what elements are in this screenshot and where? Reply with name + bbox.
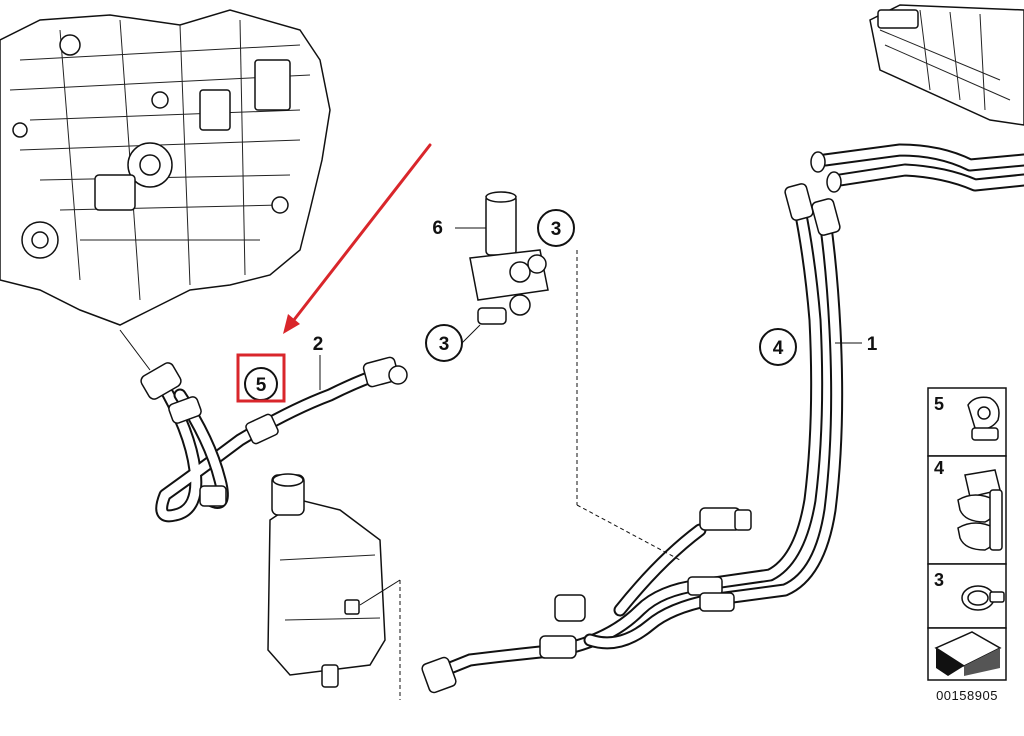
svg-text:3: 3 xyxy=(934,570,944,590)
callout-4: 4 xyxy=(759,328,797,366)
legend-item-3: 3 xyxy=(934,570,1005,611)
hose-assembly-2 xyxy=(140,356,408,523)
svg-text:3: 3 xyxy=(439,334,450,355)
hose-assembly-1 xyxy=(421,183,844,694)
highlight-box xyxy=(236,353,286,403)
callout-3-valve: 3 xyxy=(537,209,575,247)
expansion-tank xyxy=(267,473,386,688)
pointer-arrow-icon xyxy=(283,143,432,334)
legend-item-5: 5 xyxy=(934,394,1000,441)
reference-number: 00158905 xyxy=(936,688,998,703)
direction-arrow-icon xyxy=(934,631,1002,676)
legend-panel: 5 4 3 xyxy=(927,387,1007,681)
svg-text:4: 4 xyxy=(773,338,784,359)
engine-block-illustration xyxy=(0,9,331,326)
heater-core-illustration xyxy=(869,4,1024,126)
part-label-6: 6 xyxy=(432,218,443,239)
leader-lines xyxy=(119,227,862,700)
hose-clamp-icon xyxy=(961,585,1005,611)
heater-core-pipes xyxy=(810,143,1024,193)
legend-item-4: 4 xyxy=(934,458,1003,551)
callout-3-hose: 3 xyxy=(425,324,463,362)
part-label-2: 2 xyxy=(313,334,324,355)
svg-text:5: 5 xyxy=(256,375,267,396)
double-hose-clip-icon xyxy=(957,469,1003,551)
hose-clip-icon xyxy=(967,396,1000,441)
auxiliary-water-pump-6 xyxy=(469,191,549,325)
svg-text:3: 3 xyxy=(551,219,562,240)
svg-text:5: 5 xyxy=(934,394,944,414)
part-label-1: 1 xyxy=(867,334,878,355)
callout-5: 5 xyxy=(244,367,278,401)
svg-text:4: 4 xyxy=(934,458,944,478)
